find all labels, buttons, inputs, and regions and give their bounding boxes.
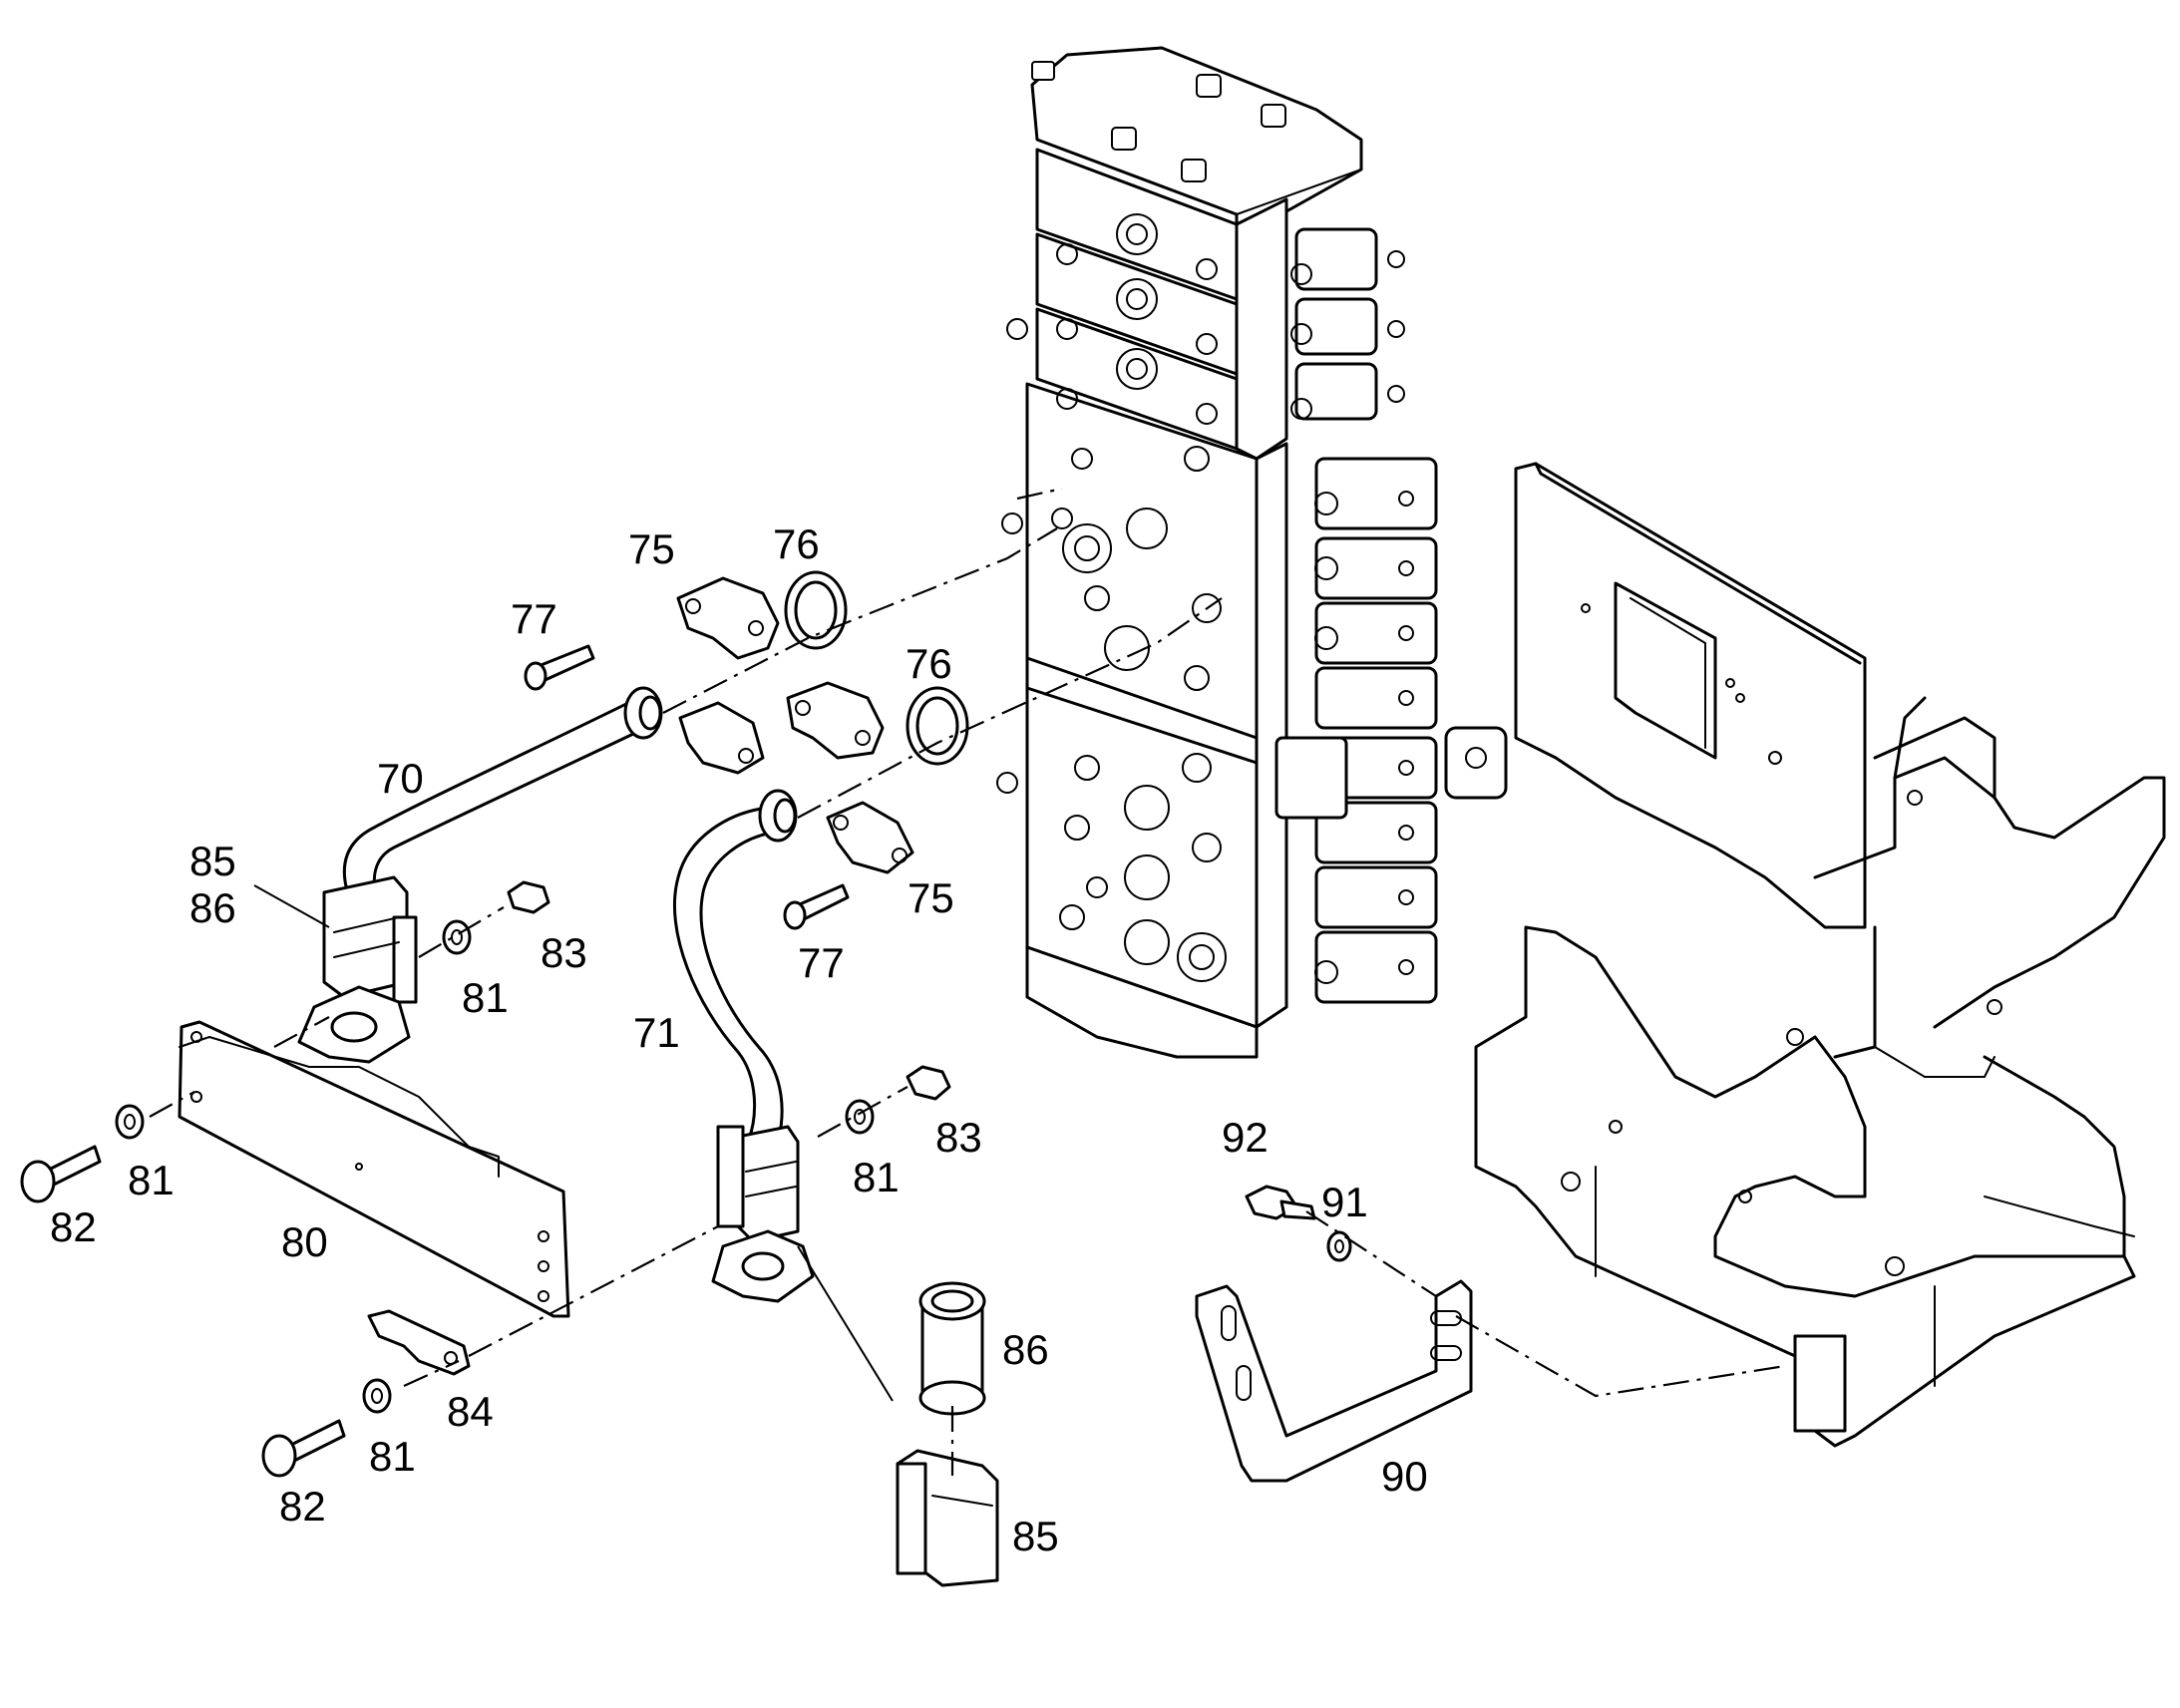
callout-91: 91 — [1321, 1179, 1368, 1225]
spacer-86-and-clamp-85 — [896, 1281, 999, 1587]
callout-77-lower: 77 — [798, 939, 845, 986]
o-rings-76 — [784, 570, 969, 766]
plate-80 — [178, 1020, 570, 1318]
flange-halves-75 — [676, 576, 914, 874]
hose-70 — [297, 686, 663, 1064]
callout-71: 71 — [633, 1009, 680, 1056]
alignment-lines — [149, 487, 1786, 1476]
callout-85-a: 85 — [189, 838, 236, 884]
callout-92: 92 — [1222, 1114, 1269, 1161]
callout-77-upper: 77 — [511, 595, 557, 642]
callout-80: 80 — [281, 1218, 328, 1265]
callout-83-a: 83 — [541, 929, 587, 976]
mounting-frame — [1474, 462, 2166, 1448]
leader-lines — [253, 884, 894, 1402]
callout-labels: 70 71 75 75 76 76 77 77 80 81 81 81 81 8… — [50, 520, 1428, 1559]
callout-75-upper: 75 — [628, 525, 675, 572]
control-valve-assembly — [996, 46, 1508, 1059]
callout-86-a: 86 — [189, 884, 236, 931]
callout-81-d: 81 — [853, 1154, 900, 1200]
callout-76-lower: 76 — [906, 640, 952, 687]
screws-77 — [524, 644, 850, 930]
callout-84: 84 — [447, 1388, 494, 1435]
callout-82-lower: 82 — [279, 1483, 326, 1530]
callout-83-b: 83 — [935, 1114, 982, 1161]
callout-76-upper: 76 — [773, 520, 820, 567]
hose-71 — [673, 789, 815, 1303]
callout-81-b: 81 — [369, 1433, 416, 1480]
callout-70: 70 — [377, 755, 424, 802]
callout-90: 90 — [1381, 1453, 1428, 1500]
callout-86-b: 86 — [1002, 1326, 1049, 1373]
callout-85-b: 85 — [1012, 1513, 1059, 1559]
fasteners — [20, 880, 1352, 1478]
callout-75-lower: 75 — [908, 874, 954, 921]
bracket-90 — [1195, 1279, 1473, 1483]
callout-82-upper: 82 — [50, 1203, 97, 1250]
callout-81-c: 81 — [462, 974, 509, 1021]
callout-81-a: 81 — [128, 1157, 175, 1203]
